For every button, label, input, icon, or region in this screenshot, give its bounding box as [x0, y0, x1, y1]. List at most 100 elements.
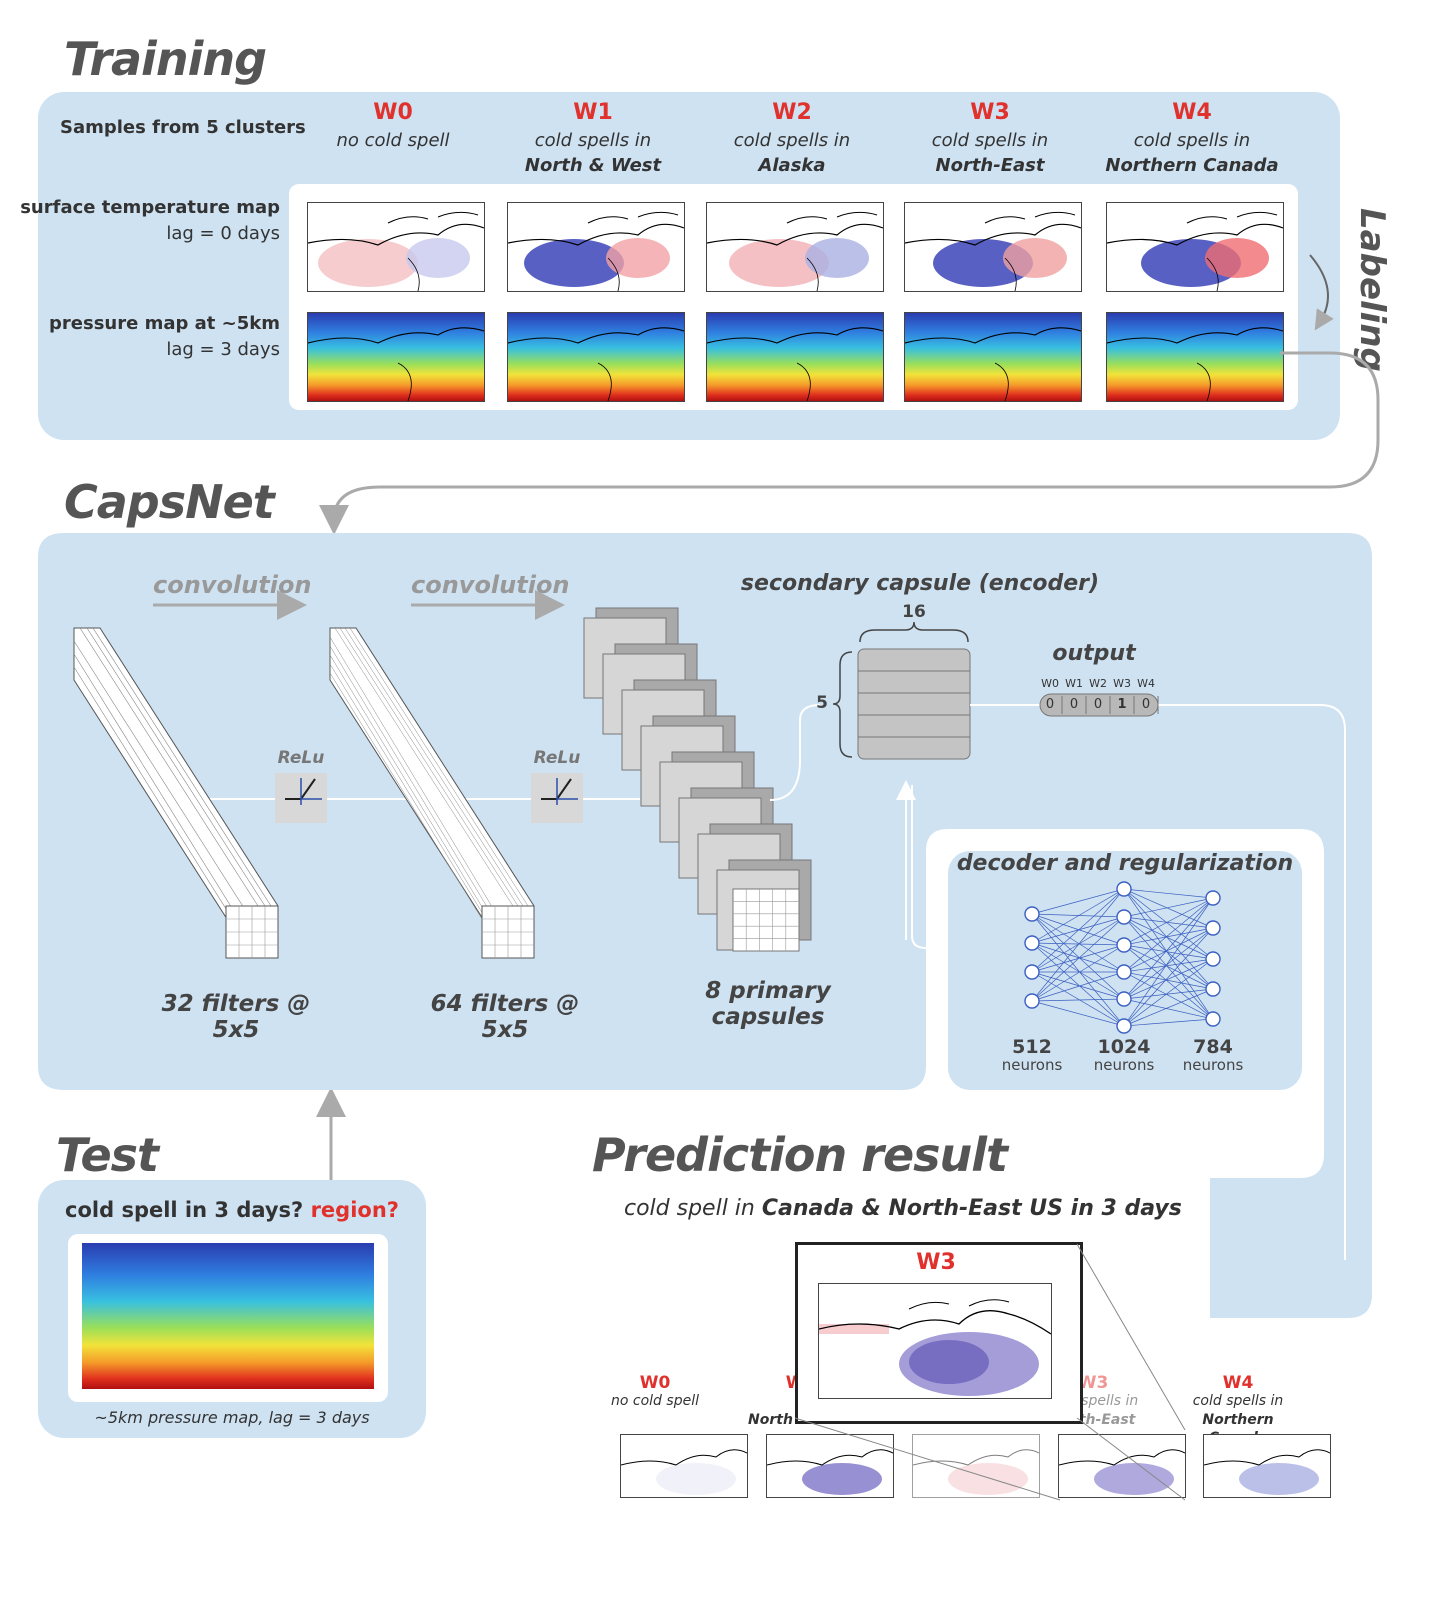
neuron-1-5: [1116, 1018, 1132, 1034]
pred-cluster-code-3: W3: [1077, 1373, 1109, 1393]
cluster-code-0: W0: [373, 100, 413, 125]
samples-label: Samples from 5 clusters: [60, 117, 306, 138]
layer2-caption: 64 filters @ 5x5: [430, 991, 580, 1043]
prediction-highlight-code: W3: [916, 1250, 956, 1275]
pressure-map-0: [307, 312, 485, 402]
test-question-region: region?: [310, 1198, 399, 1222]
training-title: Training: [64, 32, 267, 86]
capsule-grid: [732, 888, 800, 952]
decoder-network-svg: [1024, 881, 1221, 1034]
test-question-text: cold spell in 3 days?: [65, 1198, 304, 1222]
cluster-line2-4: Northern Canada: [1105, 155, 1279, 176]
temperature-map-1: [507, 202, 685, 292]
neuron-1-3: [1116, 964, 1132, 980]
temperature-map-2: [706, 202, 884, 292]
pred-map-2: [912, 1434, 1040, 1498]
prediction-highlight-map-svg: [819, 1284, 1051, 1398]
neuron-0-2: [1024, 964, 1040, 980]
output-value-3: 1: [1117, 697, 1127, 712]
output-value-2: 0: [1093, 697, 1103, 712]
pred-map-3: [1058, 1434, 1186, 1498]
cluster-code-1: W1: [573, 100, 613, 125]
secondary-capsule: [832, 621, 971, 760]
output-label-1: W1: [1065, 677, 1083, 690]
test-question: cold spell in 3 days? region?: [38, 1198, 426, 1222]
training-to-capsnet-arrow: [319, 351, 1380, 535]
dim-cols: 16: [902, 602, 926, 622]
relu2-box: [531, 773, 583, 823]
cluster-code-3: W3: [970, 100, 1010, 125]
row1-sub: lag = 0 days: [166, 223, 280, 244]
neuron-1-2: [1116, 937, 1132, 953]
test-caption: ~5km pressure map, lag = 3 days: [94, 1408, 370, 1427]
neuron-count-2: 784: [1193, 1036, 1233, 1058]
layer1-caption: 32 filters @ 5x5: [161, 991, 311, 1043]
neuron-label-2: neurons: [1182, 1056, 1244, 1074]
output-title: output: [1052, 641, 1136, 666]
output-label-4: W4: [1137, 677, 1155, 690]
pred-cluster-code-0: W0: [639, 1373, 671, 1393]
row2-label: pressure map at ~5km: [49, 313, 280, 334]
neuron-1-1: [1116, 909, 1132, 925]
neuron-2-0: [1205, 890, 1221, 906]
temperature-map-3: [904, 202, 1082, 292]
neuron-0-1: [1024, 935, 1040, 951]
pressure-map-1: [507, 312, 685, 402]
layer3-caption-line2: capsules: [711, 1004, 825, 1030]
secondary-capsule-label: secondary capsule (encoder): [740, 571, 1100, 596]
temperature-map-4: [1106, 202, 1284, 292]
output-label-3: W3: [1113, 677, 1131, 690]
prediction-title: Prediction result: [592, 1128, 1008, 1182]
cluster-line2-1: North & West: [524, 155, 662, 176]
relu2-label: ReLu: [533, 748, 581, 768]
output-value-1: 0: [1069, 697, 1079, 712]
pressure-map-3: [904, 312, 1082, 402]
output-label-0: W0: [1041, 677, 1059, 690]
prediction-prefix: cold spell in: [624, 1196, 755, 1221]
neuron-0-3: [1024, 993, 1040, 1009]
dim-rows: 5: [816, 693, 828, 713]
pressure-map-4: [1106, 312, 1284, 402]
test-pressure-map: [82, 1243, 374, 1389]
prediction-highlight-map: [818, 1283, 1052, 1399]
pred-map-0: [620, 1434, 748, 1498]
prediction-result-line: cold spell in Canada & North-East US in …: [624, 1196, 1182, 1221]
pred-map-4: [1203, 1434, 1331, 1498]
decoder-title: decoder and regularization: [956, 851, 1294, 876]
layer2-stack: [329, 627, 535, 959]
temperature-map-0: [307, 202, 485, 292]
pressure-map-2: [706, 312, 884, 402]
primary-capsules: [583, 607, 812, 952]
pred-cluster-line1-0: no cold spell: [611, 1393, 699, 1409]
relu1-box: [275, 773, 327, 823]
output-value-4: 0: [1141, 697, 1151, 712]
neuron-2-3: [1205, 981, 1221, 997]
neuron-0-0: [1024, 906, 1040, 922]
test-title: Test: [56, 1128, 159, 1182]
layer1-stack: [73, 627, 279, 959]
neuron-2-2: [1205, 951, 1221, 967]
cluster-code-2: W2: [772, 100, 812, 125]
neuron-count-1: 1024: [1097, 1036, 1151, 1058]
nn-connections: [1031, 888, 1214, 1027]
pred-cluster-line1-4: cold spells in: [1192, 1393, 1284, 1409]
cluster-line1-1: cold spells in: [534, 130, 652, 151]
cluster-line2-2: Alaska: [758, 155, 826, 176]
neuron-1-0: [1116, 881, 1132, 897]
layer3-caption-line1: 8 primary: [705, 978, 831, 1004]
prediction-bold: Canada & North-East US in 3 days: [761, 1196, 1182, 1221]
cluster-line2-3: North-East: [935, 155, 1045, 176]
cluster-line1-4: cold spells in: [1133, 130, 1251, 151]
neuron-label-1: neurons: [1093, 1056, 1155, 1074]
neuron-count-0: 512: [1012, 1036, 1052, 1058]
neuron-label-0: neurons: [1001, 1056, 1063, 1074]
cluster-line1-3: cold spells in: [931, 130, 1049, 151]
output-vector: [1039, 693, 1159, 717]
output-label-2: W2: [1089, 677, 1107, 690]
neuron-1-4: [1116, 991, 1132, 1007]
pred-cluster-code-4: W4: [1222, 1373, 1254, 1393]
cluster-code-4: W4: [1172, 100, 1212, 125]
